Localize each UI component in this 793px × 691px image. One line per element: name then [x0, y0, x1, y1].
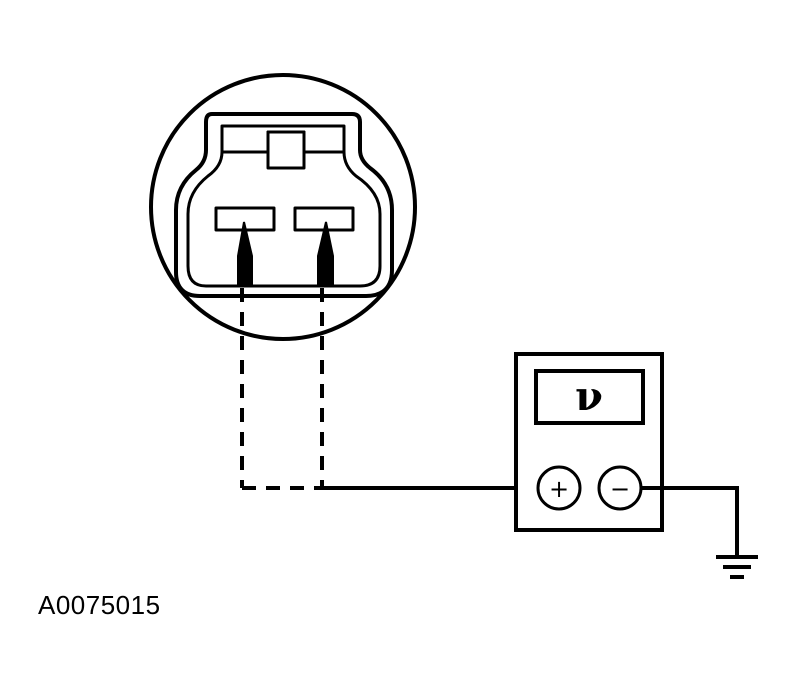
- negative-terminal-symbol: −: [610, 475, 630, 503]
- locking-tab: [266, 130, 306, 170]
- connector-housing-outer: [174, 112, 394, 298]
- voltmeter-display: [534, 369, 645, 425]
- connector-outline-circle: [149, 73, 417, 341]
- dashed-test-leads: [240, 288, 324, 490]
- voltmeter-icon: ν + −: [514, 352, 664, 532]
- positive-terminal-symbol: +: [549, 475, 569, 503]
- ground-lead-wire: [641, 486, 739, 556]
- locking-tab-line: [222, 130, 344, 154]
- voltmeter-display-symbol: ν: [575, 373, 603, 420]
- probe-left: [237, 221, 253, 285]
- probe-icon: [237, 221, 334, 285]
- figure-id-label: A0075015: [38, 590, 161, 620]
- connector-face-icon: [149, 73, 417, 341]
- connector-housing-inner: [186, 124, 382, 288]
- ground-icon: [716, 555, 758, 579]
- probe-right: [317, 221, 334, 285]
- positive-terminal: [536, 465, 582, 511]
